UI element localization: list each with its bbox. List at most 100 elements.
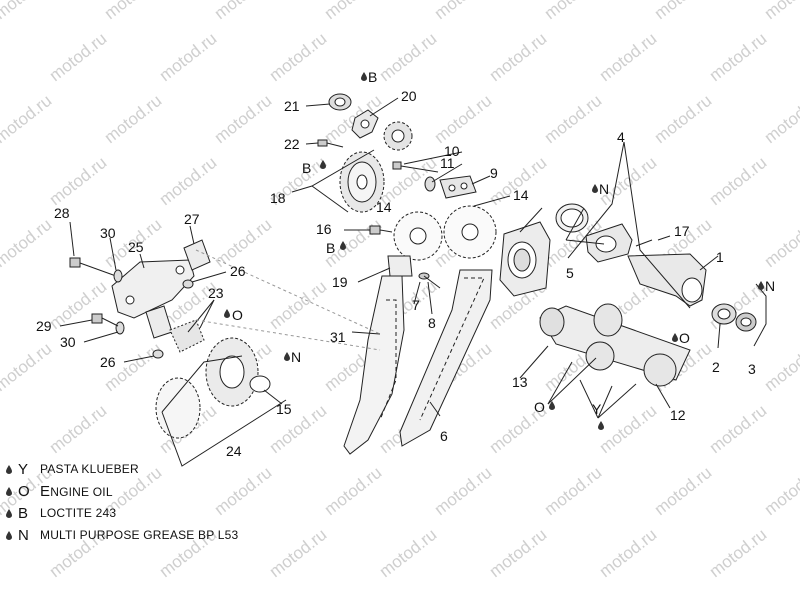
drop-icon — [6, 487, 12, 496]
lube-tag-n: N — [765, 278, 775, 294]
legend-text-rest: NGINE OIL — [50, 484, 113, 499]
lube-tag-o: O — [232, 307, 243, 323]
drop-icon — [361, 72, 367, 81]
leader-lines — [59, 97, 767, 467]
legend-text: ENGINE OIL — [40, 483, 113, 500]
callout-7: 7 — [412, 297, 420, 313]
callout-10: 10 — [444, 143, 460, 159]
part-14-sprocket-right — [443, 205, 497, 259]
lube-tag-b: B — [326, 240, 335, 256]
part-31-chain-guide — [343, 275, 405, 455]
watermark-text: motod.ru — [266, 29, 331, 85]
part-27-spacer — [183, 239, 211, 271]
watermark-text: motod.ru — [486, 525, 551, 581]
part-24-gear — [155, 337, 259, 439]
watermark-text: motod.ru — [321, 463, 386, 519]
legend-code: B — [18, 504, 29, 522]
callout-24: 24 — [226, 443, 242, 459]
part-23-roller — [169, 319, 205, 353]
callout-30: 30 — [60, 334, 76, 350]
lube-tag-o: O — [679, 330, 690, 346]
watermark-text: motod.ru — [596, 29, 661, 85]
callout-13: 13 — [512, 374, 528, 390]
part-30-washer-top — [113, 269, 123, 283]
callout-6: 6 — [440, 428, 448, 444]
watermark-text: motod.ru — [596, 525, 661, 581]
watermark-text: motod.ru — [431, 91, 496, 147]
watermark-text: motod.ru — [0, 215, 55, 271]
part-26-bushing-top — [182, 279, 194, 289]
part-28-bolt — [69, 257, 117, 277]
callout-14: 14 — [513, 187, 529, 203]
callout-22: 22 — [284, 136, 300, 152]
part-15-ring — [249, 375, 271, 393]
callout-15: 15 — [276, 401, 292, 417]
watermark-text: motod.ru — [596, 401, 661, 457]
watermark-text: motod.ru — [431, 463, 496, 519]
watermark-text: motod.ru — [706, 525, 771, 581]
callout-19: 19 — [332, 274, 348, 290]
callout-1: 1 — [716, 249, 724, 265]
legend-row-o: O ENGINE OIL — [6, 480, 238, 502]
callout-4: 4 — [617, 129, 625, 145]
legend-code: Y — [18, 460, 29, 478]
callout-11: 11 — [440, 155, 455, 171]
callout-3: 3 — [748, 361, 756, 377]
watermark-text: motod.ru — [211, 0, 276, 23]
watermark-text: motod.ru — [486, 29, 551, 85]
callout-21: 21 — [284, 98, 300, 114]
watermark-text: motod.ru — [761, 91, 800, 147]
watermark-text: motod.ru — [706, 29, 771, 85]
part-10-bolt — [392, 161, 439, 173]
callout-23: 23 — [208, 285, 224, 301]
watermark-text: motod.ru — [0, 0, 55, 23]
watermark-text: motod.ru — [46, 277, 111, 333]
callouts: 21 20 22 18 10 11 9 4 14 14 16 19 7 8 31… — [36, 88, 756, 459]
callout-8: 8 — [428, 315, 436, 331]
part-29-bolt — [91, 313, 119, 327]
part-18-gear — [339, 151, 385, 213]
drop-icon — [598, 421, 604, 430]
callout-25: 25 — [128, 239, 144, 255]
drop-icon — [6, 465, 12, 474]
watermark-text: motod.ru — [651, 91, 716, 147]
legend-code: N — [18, 526, 29, 544]
watermark-text: motod.ru — [46, 401, 111, 457]
part-12-camshaft — [539, 303, 691, 387]
legend-text: MULTI PURPOSE GREASE BP L53 — [40, 528, 239, 542]
watermark-text: motod.ru — [651, 0, 716, 23]
legend-text: LOCTITE 243 — [40, 506, 117, 520]
watermark-text: motod.ru — [376, 525, 441, 581]
drop-icon — [284, 352, 290, 361]
callout-14: 14 — [376, 199, 392, 215]
watermark-text: motod.ru — [211, 91, 276, 147]
part-1-cam-gear — [627, 253, 707, 307]
watermark-text: motod.ru — [761, 463, 800, 519]
callout-12: 12 — [670, 407, 686, 423]
part-8-bolt — [418, 272, 441, 289]
watermark-text: motod.ru — [266, 525, 331, 581]
drop-icon — [592, 184, 598, 193]
callout-16: 16 — [316, 221, 332, 237]
watermark-text: motod.ru — [706, 401, 771, 457]
watermark-text: motod.ru — [321, 0, 386, 23]
part-9-block — [439, 175, 477, 199]
drop-icon — [224, 309, 230, 318]
watermark-text: motod.ru — [0, 91, 55, 147]
part-11-washer — [424, 176, 436, 192]
lube-labels: B B B N N N O O O Y — [232, 69, 775, 417]
lube-tag-o: O — [534, 399, 545, 415]
legend-text-initial: E — [40, 482, 51, 500]
lube-tag-n: N — [291, 349, 301, 365]
callout-30: 30 — [100, 225, 116, 241]
callout-17: 17 — [674, 223, 690, 239]
part-5-bushing-a — [555, 203, 589, 233]
callout-5: 5 — [566, 265, 574, 281]
part-14-sprocket-left — [393, 211, 443, 261]
callout-28: 28 — [54, 205, 70, 221]
callout-26: 26 — [230, 263, 246, 279]
lube-tag-b: B — [302, 160, 311, 176]
watermark-text: motod.ru — [266, 277, 331, 333]
lube-tag-b: B — [368, 69, 377, 85]
